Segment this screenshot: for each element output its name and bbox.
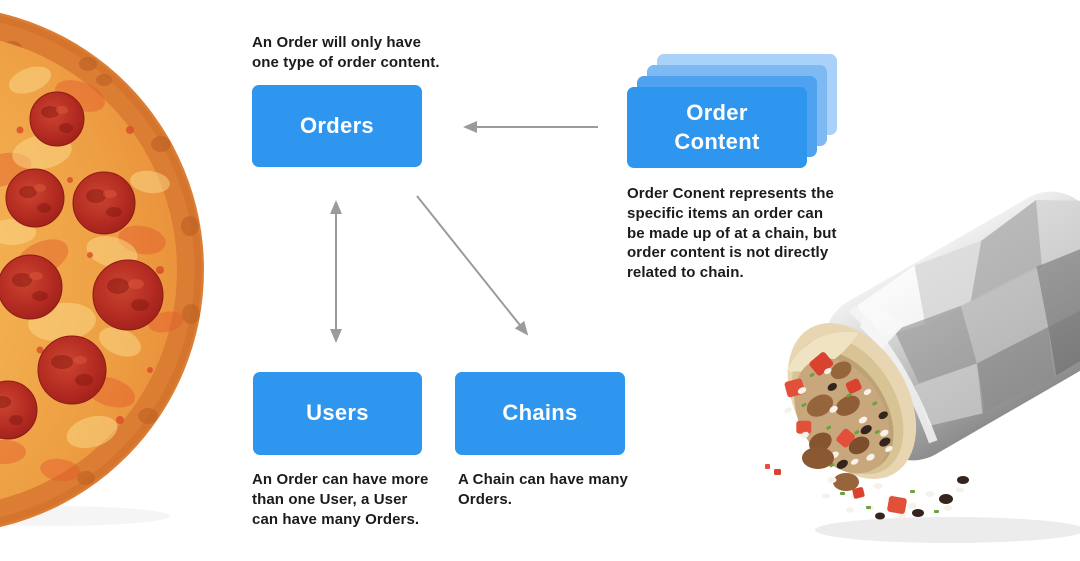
tomato-bits: [16, 126, 164, 424]
burrito-image: [765, 191, 1080, 543]
foil-facets: [856, 199, 1080, 426]
spilled-filling: [765, 447, 969, 520]
foil-rim-highlight: [848, 305, 938, 444]
pepperoni-group: [0, 91, 164, 440]
pizza-image: [0, 12, 204, 528]
users-note: An Order can have more than one User, a …: [252, 471, 429, 528]
orders-box-label: Orders: [300, 112, 374, 138]
chains-box: Chains: [455, 372, 625, 455]
users-box-label: Users: [306, 400, 369, 426]
chains-note: A Chain can have many Orders.: [458, 471, 628, 508]
users-box: Users: [253, 372, 422, 455]
pizza-body: [0, 12, 204, 528]
chains-box-label: Chains: [502, 400, 578, 426]
pepperoni-texture: [0, 106, 149, 425]
order-content-card-front: Order Content: [627, 87, 807, 168]
arrow-orders-to-chains: [416, 195, 529, 336]
pepperoni-shine: [29, 106, 144, 364]
order-content-stack: Order Content: [627, 54, 837, 168]
burrito-body: [784, 191, 1080, 479]
burrito-shadow: [815, 517, 1080, 543]
orders-note: An Order will only have one type of orde…: [252, 34, 440, 71]
orders-box: Orders: [252, 85, 422, 167]
filling-group: [784, 352, 893, 474]
order-content-note: Order Conent represents the specific ite…: [627, 185, 837, 282]
order-content-label: Order Content: [674, 99, 760, 154]
